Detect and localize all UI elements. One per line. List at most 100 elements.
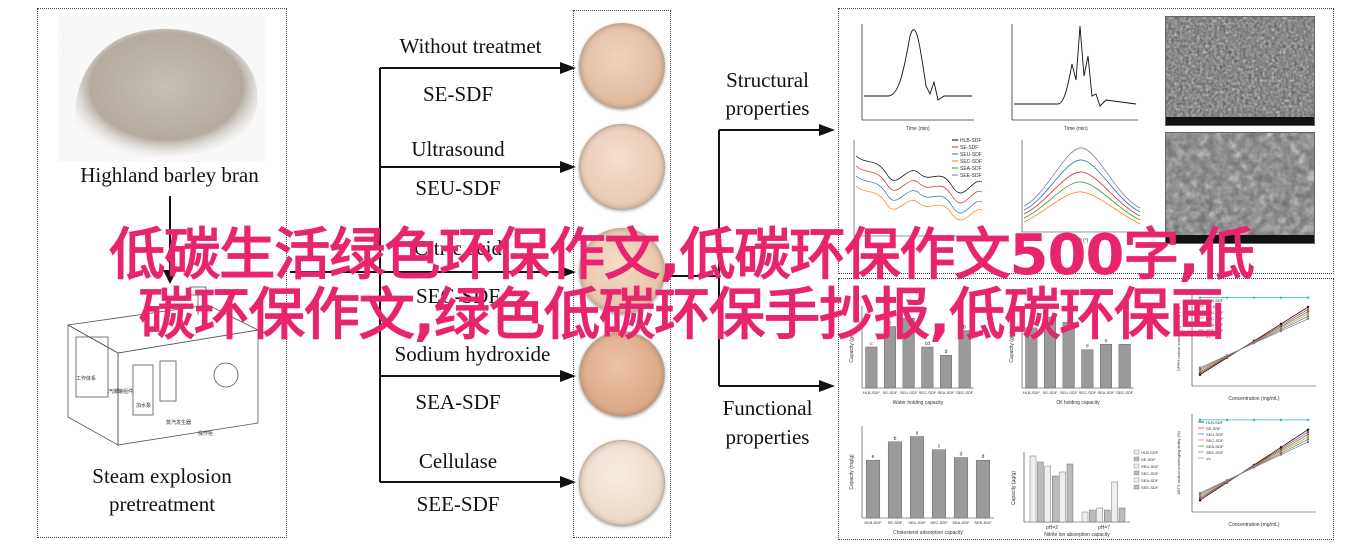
x-tick-label: SEC-SDF (919, 390, 937, 395)
xrd-xlabel: 2θ (°) (1076, 238, 1089, 244)
bar (1089, 509, 1096, 523)
data-point (1279, 296, 1283, 299)
data-point (1306, 428, 1310, 431)
treatment-method-label: Without treatmet (399, 34, 542, 58)
legend-swatch (1133, 456, 1140, 462)
powder-se-sdf (579, 23, 665, 109)
x-axis-label: Concentration (mg/mL) (1228, 522, 1279, 528)
bar (1118, 507, 1126, 523)
powder-sec-sdf (579, 228, 665, 314)
bar-letter: cd (925, 341, 931, 347)
source-top-label: Highland barley bran (80, 163, 259, 187)
bar-letter: e (1086, 344, 1089, 350)
x-tick-label: SEC-SDF (930, 520, 948, 525)
data-point (1306, 310, 1310, 313)
treatment-method-label: Citric acid (413, 236, 503, 260)
bar (1103, 509, 1111, 523)
x-tick-label: SEU-SDF (908, 520, 926, 525)
data-point (1198, 418, 1202, 422)
legend-swatch (1133, 463, 1140, 469)
treatment-product-label: SEU-SDF (415, 176, 501, 200)
bar (1044, 316, 1056, 389)
x-axis-label: Nitrite ion absorption capacity (1044, 532, 1110, 538)
treatment-product-label: SEC-SDF (415, 284, 501, 308)
source-down-arrow (163, 196, 177, 284)
x-tick-label: SEE-SDF (974, 520, 992, 525)
bar (1044, 465, 1051, 523)
x-group-label: pH=7 (1098, 525, 1110, 531)
bar (865, 459, 881, 519)
source-bottom-label-2: pretreatment (108, 492, 216, 516)
x-tick-label: SEU-SDF (900, 390, 918, 395)
data-point (1252, 466, 1256, 469)
product-box (573, 10, 671, 538)
x-tick-label: SEU-SDF (1060, 390, 1078, 395)
svg-text:HLB-SDF: HLB-SDF (960, 138, 981, 144)
sem-image-2 (1165, 132, 1315, 244)
bar (1062, 322, 1075, 389)
bar-letter: b (963, 325, 966, 331)
powder-sea-sdf (579, 331, 665, 417)
legend-label: SE-SDF (1141, 457, 1156, 462)
legend-label: SE-SDF (1206, 304, 1221, 309)
x-tick-label: HLB-SDF (1023, 390, 1041, 395)
functional-label-2: properties (725, 425, 810, 449)
legend-label: SE-SDF (1206, 426, 1221, 431)
data-point (1198, 366, 1202, 369)
data-point (1306, 438, 1310, 441)
powder-seu-sdf (579, 124, 665, 210)
bar (1025, 327, 1038, 389)
legend-label: SEE-SDF (1206, 328, 1224, 333)
dpph-svg: HLB-SDFSE-SDFSEU-SDFSEC-SDFSEA-SDFSEE-SD… (1176, 292, 1316, 402)
legend-label: SEU-SDF (1206, 432, 1224, 437)
bar-letter: c (938, 444, 941, 450)
bar-letter: c (870, 341, 873, 347)
structural-label-1: Structural (726, 68, 809, 92)
bar (1081, 349, 1094, 389)
bar (1118, 344, 1131, 389)
legend-label: SEA-SDF (1141, 478, 1159, 483)
bar (940, 355, 952, 389)
x-tick-label: SEC-SDF (1079, 390, 1097, 395)
steam-explosion-equipment: 工作体系 汽爆罐组件 加水泵 蒸汽发生器 操作柜 (48, 285, 280, 455)
bar (1111, 481, 1118, 523)
bar (931, 449, 947, 519)
structural-box (838, 8, 1334, 274)
x-tick-label: SEE-SDF (956, 390, 974, 395)
functional-box (838, 278, 1334, 540)
y-axis-label: Capacity (mg/g) (849, 454, 855, 490)
bar-letter: d (945, 349, 948, 355)
treatment-product-label: SEE-SDF (416, 492, 500, 516)
svg-text:加水泵: 加水泵 (136, 402, 151, 409)
data-point (1252, 418, 1256, 422)
svg-text:SEE-SDF: SEE-SDF (960, 173, 982, 179)
legend-label: SEA-SDF (1206, 322, 1224, 327)
data-point (1252, 296, 1256, 299)
y-axis-label: DPPH radical scavenging ability (%) (1176, 306, 1181, 371)
svg-text:SEA-SDF: SEA-SDF (960, 166, 982, 172)
treatment-method-label: Ultrasound (411, 137, 505, 161)
x-tick-label: SE-SDF (888, 520, 903, 525)
bar (1081, 511, 1089, 523)
treatment-method-label: Sodium hydroxide (394, 342, 551, 366)
y-axis-label: ABTS radical scavenging ability (%) (1176, 431, 1181, 495)
data-point (1279, 453, 1283, 456)
chromatogram-2-xlabel: Time (min) (1064, 126, 1088, 132)
svg-text:工作体系: 工作体系 (76, 375, 96, 382)
x-tick-label: SEA-SDF (937, 390, 955, 395)
chromatogram-2: Time (min) (998, 16, 1143, 136)
data-point (1225, 478, 1229, 482)
legend-swatch (1133, 484, 1140, 490)
legend-label: HLB-SDF (1206, 298, 1224, 303)
bar-letter: e (872, 454, 875, 460)
bar (902, 318, 915, 389)
treatment-product-label: SE-SDF (422, 82, 494, 106)
y-axis-label: Capacity (μg/g) (1011, 471, 1017, 505)
data-point (1306, 308, 1310, 311)
functional-label-1: Functional (722, 396, 813, 420)
legend-swatch (1133, 470, 1140, 476)
source-box (37, 8, 287, 538)
svg-text:汽爆罐组件: 汽爆罐组件 (108, 388, 133, 395)
